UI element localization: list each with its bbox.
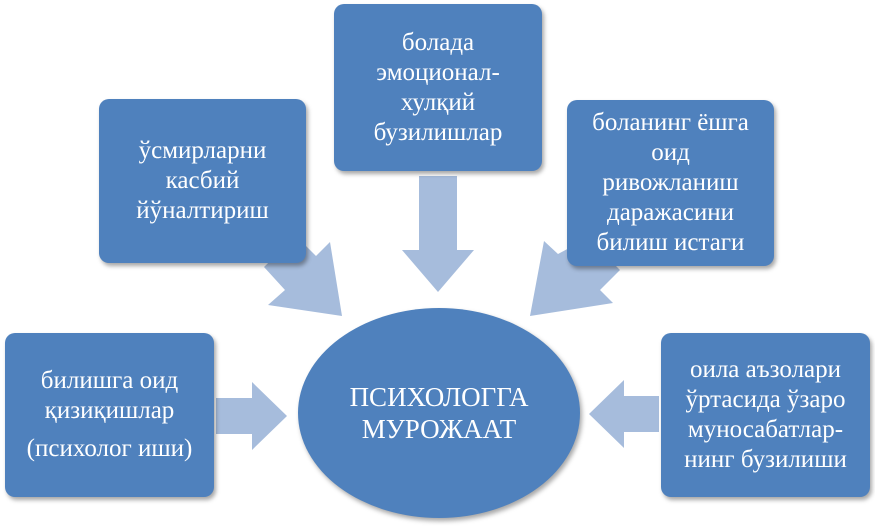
arrow-top bbox=[402, 176, 474, 292]
center-ellipse: ПСИХОЛОГГА МУРОЖААТ bbox=[298, 308, 580, 518]
box-lower-right-line: нинг бузилиши bbox=[684, 446, 847, 473]
box-upper-right-line: ривожланиш bbox=[602, 169, 739, 196]
arrow-lower-right bbox=[589, 380, 659, 448]
box-upper-right: боланинг ёшга оид ривожланиш даражасини … bbox=[567, 100, 774, 266]
box-upper-right-line: оид bbox=[651, 139, 690, 166]
box-upper-left-line: ўсмирларни bbox=[138, 137, 267, 164]
box-lower-right: оила аъзолари ўртасида ўзаро муносабатла… bbox=[661, 333, 870, 497]
box-lower-left-line: билишга оид bbox=[40, 367, 179, 394]
box-upper-right-line: билиш истаги bbox=[596, 229, 745, 256]
box-upper-right-line: даражасини bbox=[606, 199, 734, 226]
box-top: болада эмоционал- хулқий бузилишлар bbox=[334, 4, 542, 171]
box-upper-left-line: касбий bbox=[165, 167, 240, 194]
box-upper-right-line: боланинг ёшга bbox=[592, 109, 749, 136]
box-lower-right-line: оила аъзолари bbox=[689, 356, 842, 383]
box-lower-right-line: муносабатлар- bbox=[687, 416, 844, 443]
box-top-line: хулқий bbox=[400, 88, 476, 116]
box-lower-right-line: ўртасида ўзаро bbox=[685, 386, 846, 413]
box-upper-left: ўсмирларни касбий йўналтириш bbox=[99, 99, 306, 263]
box-top-line: болада bbox=[401, 28, 475, 56]
box-top-line: бузилишлар bbox=[373, 118, 503, 146]
box-top-line: эмоционал- bbox=[376, 58, 500, 86]
arrow-lower-left bbox=[216, 382, 287, 450]
box-lower-left-line: (психолог иши) bbox=[26, 435, 193, 462]
center-title-line1: ПСИХОЛОГГА bbox=[349, 382, 529, 412]
box-lower-left: билишга оид қизиқишлар (психолог иши) bbox=[5, 333, 214, 497]
box-upper-left-line: йўналтириш bbox=[136, 197, 269, 224]
center-title-line2: МУРОЖААТ bbox=[361, 414, 517, 444]
box-lower-left-line: қизиқишлар bbox=[44, 397, 175, 424]
